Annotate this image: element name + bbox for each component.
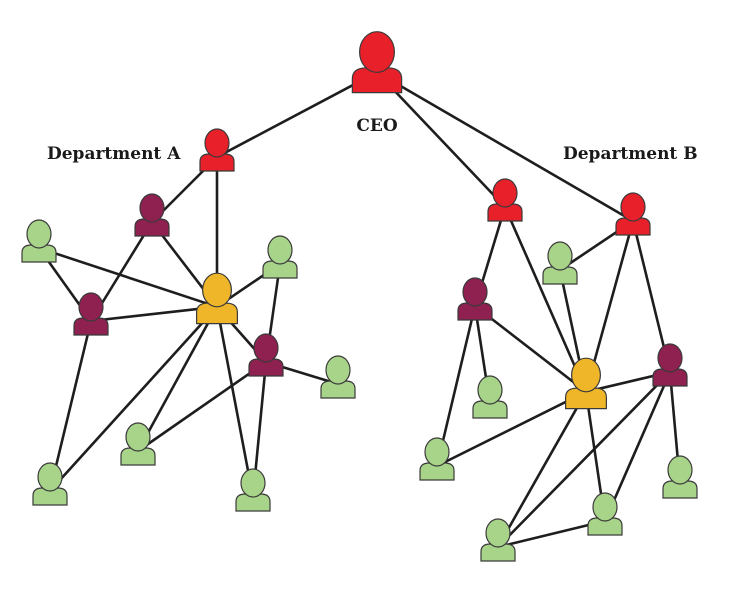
person-icon-ceo: [351, 31, 403, 94]
person-head: [570, 357, 601, 393]
edge-a-hub-a-green-4: [48, 305, 219, 493]
person-icon-b-hub: [565, 357, 607, 410]
person-head: [462, 277, 488, 307]
person-head: [667, 455, 693, 485]
department-a-label: Department A: [47, 144, 181, 164]
person-head: [547, 241, 573, 271]
person-icon-b-green-5: [480, 518, 516, 562]
edge-a-hub-a-green-5: [136, 305, 219, 453]
person-head: [592, 492, 618, 522]
edge-b-green-4-b-green-5: [496, 519, 607, 549]
person-icon-a-head: [199, 128, 235, 172]
person-head: [78, 292, 104, 322]
person-head: [492, 178, 518, 208]
person-head: [253, 333, 279, 363]
department-b-label: Department B: [563, 144, 698, 164]
person-icon-b-green-4: [587, 492, 623, 536]
edge-b-maroon-1-b-green-3: [435, 304, 477, 468]
edge-b-head-1-b-hub: [503, 205, 588, 394]
person-icon-a-green-3: [320, 355, 356, 399]
ceo-label: CEO: [356, 116, 397, 136]
person-icon-a-green-5: [120, 422, 156, 466]
person-head: [204, 128, 230, 158]
edge-b-maroon-1-b-hub: [473, 304, 588, 394]
person-icon-a-green-6: [235, 468, 271, 512]
edge-ceo-a-head: [215, 71, 379, 159]
people-nodes: [21, 31, 698, 562]
person-icon-a-green-4: [32, 462, 68, 506]
person-head: [267, 235, 293, 265]
person-head: [657, 343, 683, 373]
person-icon-b-green-1: [542, 241, 578, 285]
person-icon-b-green-3: [419, 437, 455, 481]
person-head: [37, 462, 63, 492]
edge-ceo-b-head-2: [375, 71, 635, 223]
edge-a-maroon-3-a-green-5: [136, 360, 268, 453]
edge-b-hub-b-green-3: [435, 390, 588, 468]
person-head: [620, 192, 646, 222]
person-head: [139, 193, 165, 223]
person-head: [359, 31, 396, 73]
edge-b-maroon-2-b-green-4: [603, 370, 672, 523]
person-icon-b-head-1: [487, 178, 523, 222]
edge-a-maroon-2-a-green-4: [48, 319, 93, 493]
person-head: [202, 272, 233, 308]
edge-a-hub-a-green-6: [215, 305, 255, 499]
person-head: [26, 219, 52, 249]
person-icon-b-head-2: [615, 192, 651, 236]
person-head: [485, 518, 511, 548]
edge-ceo-b-head-1: [375, 71, 507, 209]
person-icon-a-green-2: [262, 235, 298, 279]
person-head: [125, 422, 151, 452]
edge-a-green-1-a-hub: [37, 246, 219, 309]
person-head: [240, 468, 266, 498]
person-icon-a-hub: [196, 272, 238, 325]
person-head: [477, 375, 503, 405]
person-head: [424, 437, 450, 467]
edge-b-maroon-2-b-green-5: [496, 370, 672, 549]
person-icon-b-green-6: [662, 455, 698, 499]
person-icon-b-maroon-1: [457, 277, 493, 321]
person-icon-a-maroon-2: [73, 292, 109, 336]
person-icon-a-maroon-1: [134, 193, 170, 237]
person-icon-a-maroon-3: [248, 333, 284, 377]
edge-a-maroon-2-a-hub: [89, 305, 219, 323]
person-icon-b-maroon-2: [652, 343, 688, 387]
person-head: [325, 355, 351, 385]
person-icon-a-green-1: [21, 219, 57, 263]
edge-b-hub-b-green-5: [496, 390, 588, 549]
person-icon-b-green-2: [472, 375, 508, 419]
